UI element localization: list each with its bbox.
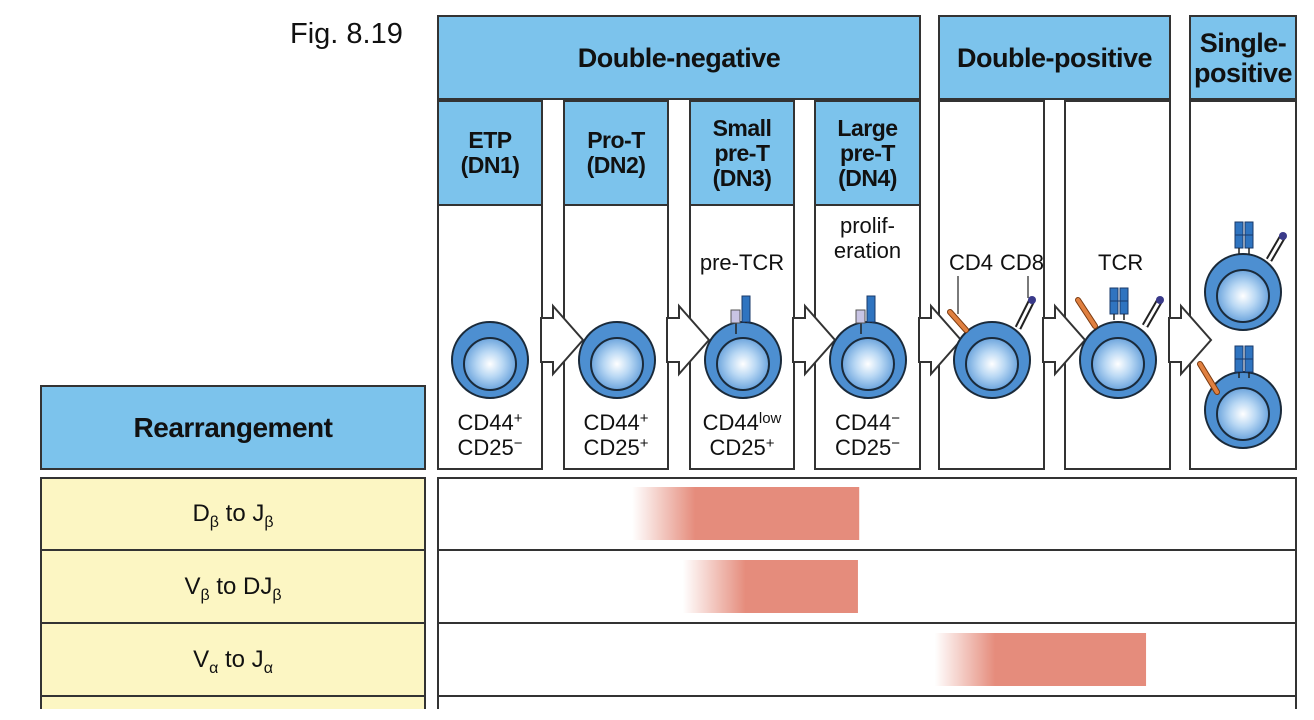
annotation-cd4: CD4 bbox=[949, 250, 994, 275]
rearrangement-bar bbox=[994, 633, 1147, 686]
tcr-beta-chain-icon bbox=[866, 295, 876, 323]
rearrangement-label: Dβ to Jβ bbox=[40, 477, 426, 550]
marker-cd44-level: + bbox=[513, 410, 523, 427]
cd8-coreceptor-icon bbox=[1143, 299, 1162, 327]
stage-header-dn1: ETP (DN1) bbox=[437, 100, 543, 206]
cell-nucleus bbox=[463, 337, 517, 391]
marker-cd44: CD44low bbox=[702, 410, 782, 435]
phase-header-double-negative: Double-negative bbox=[437, 15, 921, 100]
stage-column bbox=[938, 100, 1045, 470]
stage-annotation: prolif- eration bbox=[833, 213, 902, 263]
progression-arrow bbox=[792, 303, 837, 377]
rearrangement-bar-fade bbox=[682, 560, 746, 613]
marker-cd25-level: − bbox=[513, 435, 523, 452]
pretalpha-chain-icon bbox=[730, 309, 741, 324]
progression-arrow bbox=[918, 303, 963, 377]
rearrangement-text: Vα to Jα bbox=[193, 645, 273, 677]
surface-markers: CD44+CD25+ bbox=[563, 410, 669, 460]
cd8-coreceptor-icon bbox=[1016, 299, 1034, 329]
tcr-beta-chain-icon bbox=[741, 295, 751, 323]
stage-header-dn4: Large pre-T (DN4) bbox=[814, 100, 921, 206]
cell-nucleus bbox=[965, 337, 1019, 391]
rearrangement-header: Rearrangement bbox=[40, 385, 426, 470]
cd8-head-icon bbox=[1279, 232, 1287, 240]
cell-nucleus bbox=[590, 337, 644, 391]
gene-subscript: β bbox=[209, 513, 219, 531]
cell-nucleus bbox=[716, 337, 770, 391]
rearrangement-bar-fade bbox=[934, 633, 996, 686]
rearrangement-text: Vβ to DJβ bbox=[184, 572, 282, 604]
rearrangement-header-label: Rearrangement bbox=[133, 411, 333, 443]
gene-subscript: β bbox=[264, 513, 274, 531]
cd8-coreceptor-icon bbox=[1267, 235, 1285, 261]
rearrangement-timeline bbox=[437, 477, 1297, 709]
cell-nucleus bbox=[1216, 387, 1270, 441]
phase-label: Single- positive bbox=[1193, 27, 1293, 88]
marker-cd44-level: low bbox=[758, 410, 782, 427]
marker-cd44: CD44− bbox=[834, 410, 900, 435]
annotation-tcr: TCR bbox=[1098, 250, 1144, 275]
gene-subscript: β bbox=[200, 586, 210, 604]
marker-cd44-level: − bbox=[891, 410, 900, 427]
progression-arrow bbox=[666, 303, 711, 377]
gene-subscript: β bbox=[272, 586, 282, 604]
marker-cd25-level: + bbox=[765, 435, 775, 452]
stage-column bbox=[1064, 100, 1171, 470]
marker-cd25: CD25− bbox=[834, 435, 900, 460]
cell-nucleus bbox=[1216, 269, 1270, 323]
phase-label: Double-positive bbox=[956, 42, 1153, 73]
cell-nucleus bbox=[841, 337, 895, 391]
rearrangement-bar bbox=[694, 487, 860, 540]
rearrangement-text: Dβ to Jβ bbox=[192, 499, 274, 531]
phase-label: Double-negative bbox=[577, 42, 781, 73]
marker-cd44: CD44+ bbox=[457, 410, 523, 435]
cd8-head-icon bbox=[1028, 296, 1036, 304]
rearrangement-labels bbox=[40, 477, 426, 709]
surface-markers: CD44+CD25− bbox=[437, 410, 543, 460]
progression-arrow bbox=[1042, 303, 1087, 377]
marker-cd25-level: − bbox=[891, 435, 900, 452]
cd4-coreceptor-icon bbox=[948, 310, 968, 332]
marker-cd25: CD25+ bbox=[583, 435, 649, 460]
stage-annotation: pre-TCR bbox=[699, 250, 785, 275]
rearrangement-bar bbox=[745, 560, 858, 613]
annotation-cd8: CD8 bbox=[1000, 250, 1045, 275]
cell-nucleus bbox=[1091, 337, 1145, 391]
rearrangement-bar-fade bbox=[632, 487, 696, 540]
phase-header-double-positive: Double-positive bbox=[938, 15, 1171, 100]
cd4-coreceptor-icon bbox=[1198, 362, 1219, 394]
pretalpha-chain-icon bbox=[855, 309, 866, 324]
gene-subscript: α bbox=[263, 659, 273, 677]
progression-arrow bbox=[1168, 303, 1213, 377]
rearrangement-label: Vβ to DJβ bbox=[40, 550, 426, 623]
marker-cd25-level: + bbox=[639, 435, 649, 452]
cd8-head-icon bbox=[1156, 296, 1164, 304]
rearrangement-label: Vα to Jα bbox=[40, 623, 426, 696]
gene-subscript: α bbox=[209, 659, 219, 677]
surface-markers: CD44−CD25− bbox=[814, 410, 921, 460]
marker-cd25: CD25+ bbox=[709, 435, 775, 460]
figure-label: Fig. 8.19 bbox=[290, 18, 403, 50]
cd4-coreceptor-icon bbox=[1076, 298, 1097, 328]
stage-header-dn3: Small pre-T (DN3) bbox=[689, 100, 795, 206]
marker-cd44-level: + bbox=[639, 410, 649, 427]
progression-arrow bbox=[540, 303, 585, 377]
marker-cd44: CD44+ bbox=[583, 410, 649, 435]
stage-header-dn2: Pro-T (DN2) bbox=[563, 100, 669, 206]
marker-cd25: CD25− bbox=[457, 435, 523, 460]
phase-header-single-positive: Single- positive bbox=[1189, 15, 1297, 100]
